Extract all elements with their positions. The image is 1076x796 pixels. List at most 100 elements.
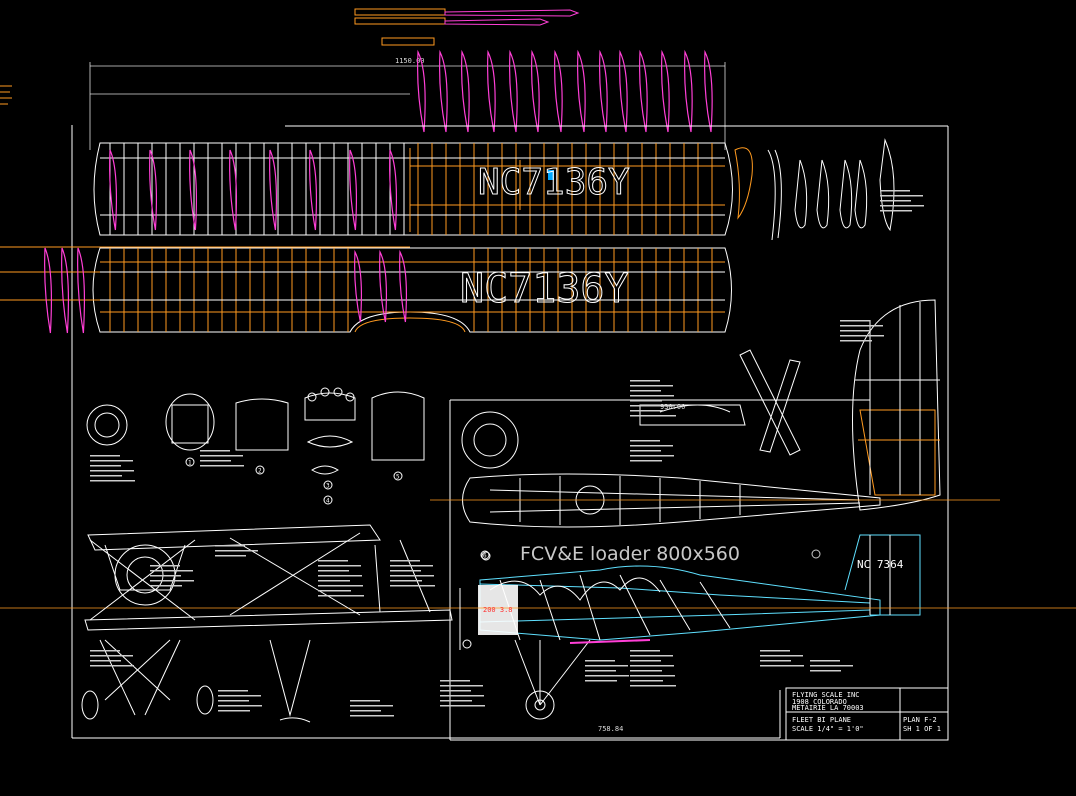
- annotation-line: [585, 665, 628, 667]
- annotation-line: [630, 385, 673, 387]
- annotation-line: [630, 675, 675, 677]
- annotation-line: [630, 670, 662, 672]
- former-number: 3: [326, 483, 330, 490]
- wing-rib-airfoil: [189, 149, 198, 231]
- title-sheet-no: SH 1 OF 1: [903, 725, 941, 733]
- annotation-line: [318, 585, 363, 587]
- title-scale: SCALE 1/4" = 1'0": [792, 725, 864, 733]
- annotation-line: [350, 715, 394, 717]
- former-number-marker: 2: [255, 465, 265, 475]
- annotation-line: [585, 670, 616, 672]
- annotation-line: [630, 400, 662, 402]
- annotation-line: [390, 565, 433, 567]
- overlay-end-marker: [811, 549, 821, 559]
- annotation-line: [218, 695, 261, 697]
- former-number-marker: 3: [323, 480, 333, 490]
- title-block: [785, 687, 949, 741]
- former-number-circle: [323, 495, 333, 505]
- annotation-line: [318, 595, 364, 597]
- annotation-line: [440, 680, 470, 682]
- top-rib-templates: [417, 49, 713, 133]
- annotation-line: [150, 575, 181, 577]
- annotation-line: [440, 695, 484, 697]
- annotation-line: [630, 450, 661, 452]
- annotation-line: [630, 410, 663, 412]
- title-company: FLYING SCALE INC: [792, 691, 859, 699]
- front-view-biplane: [81, 524, 453, 723]
- annotation-line: [90, 455, 120, 457]
- annotation-line: [630, 660, 661, 662]
- annotation-line: [630, 460, 662, 462]
- annotation-line: [630, 650, 660, 652]
- rib-template: [599, 49, 608, 133]
- annotation-line: [630, 415, 676, 417]
- registration-upper-wing: NC7136Y: [478, 162, 630, 203]
- title-address-1: 1908 COLORADO: [792, 698, 847, 706]
- rib-template: [509, 49, 518, 133]
- annotation-line: [880, 210, 912, 212]
- annotation-line: [90, 460, 133, 462]
- wing-rib-airfoil: [389, 149, 398, 231]
- annotation-line: [440, 705, 485, 707]
- annotation-line: [810, 660, 840, 662]
- annotation-line: [760, 660, 791, 662]
- wing-rib-airfoil: [354, 249, 362, 323]
- annotation-line: [840, 335, 884, 337]
- plan-annotation-notes: [90, 190, 924, 717]
- rib-template: [639, 49, 648, 133]
- former-number-marker: 5: [393, 471, 403, 481]
- annotation-line: [810, 665, 853, 667]
- dimension-label: 1150.00: [395, 57, 425, 65]
- rib-template: [577, 49, 586, 133]
- wing-rib-airfoil: [399, 249, 407, 323]
- annotation-line: [440, 690, 471, 692]
- annotation-line: [760, 650, 790, 652]
- annotation-line: [440, 700, 472, 702]
- rib-template: [487, 49, 496, 133]
- small-dimension: 930.00: [660, 403, 685, 411]
- title-plan-no: PLAN F-2: [903, 716, 937, 724]
- annotation-line: [630, 655, 673, 657]
- dimension-line-top: [89, 62, 726, 150]
- annotation-line: [90, 650, 120, 652]
- registration-tail: NC 7364: [857, 558, 904, 571]
- annotation-line: [810, 670, 841, 672]
- annotation-line: [200, 465, 244, 467]
- annotation-line: [90, 475, 122, 477]
- annotation-line: [215, 545, 245, 547]
- annotation-line: [630, 445, 673, 447]
- upper-wing-plan: [93, 142, 733, 236]
- annotation-line: [90, 655, 133, 657]
- former-number-marker: 4: [323, 495, 333, 505]
- annotation-line: [90, 465, 121, 467]
- annotation-line: [318, 590, 351, 592]
- small-dimension-2: 758.84: [598, 725, 623, 733]
- rib-template: [619, 49, 628, 133]
- left-rib-set: [44, 247, 86, 334]
- annotation-line: [760, 655, 803, 657]
- annotation-line: [390, 575, 434, 577]
- former-number: 4: [326, 498, 330, 505]
- annotation-line: [630, 680, 663, 682]
- title-fleet: FLEET BI PLANE: [792, 716, 851, 724]
- annotation-line: [630, 665, 674, 667]
- rib-template: [704, 49, 713, 133]
- annotation-line: [840, 325, 883, 327]
- rib-template: [439, 49, 448, 133]
- annotation-line: [318, 580, 350, 582]
- annotation-line: [90, 665, 134, 667]
- rib-section-column: [734, 138, 895, 241]
- wing-rib-airfoil: [309, 149, 318, 231]
- annotation-line: [90, 660, 121, 662]
- top-part-strips: [354, 8, 580, 46]
- wing-rib-airfoil: [379, 249, 387, 323]
- annotation-line: [150, 570, 193, 572]
- annotation-line: [218, 690, 248, 692]
- cabane-strut-diagram: [639, 349, 801, 456]
- former-number: 6: [483, 553, 487, 560]
- wing-rib-airfoil: [149, 149, 158, 231]
- annotation-line: [760, 665, 804, 667]
- former-number: 5: [396, 474, 400, 481]
